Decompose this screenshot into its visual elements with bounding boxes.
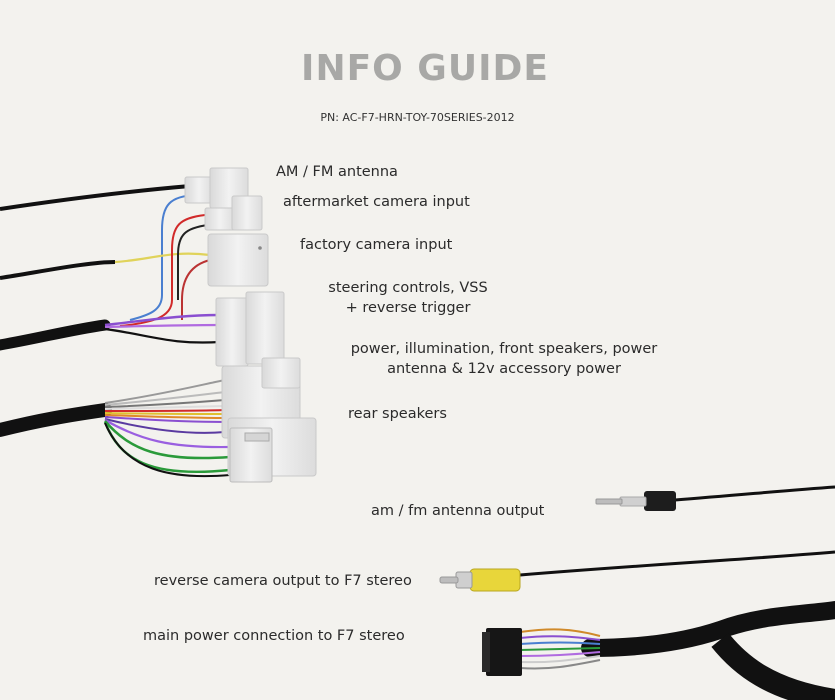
rear-speakers-connector bbox=[227, 417, 317, 483]
label-am-fm-antenna-output: am / fm antenna output bbox=[371, 503, 545, 519]
label-factory-camera-input: factory camera input bbox=[300, 237, 453, 253]
label-power-line2: antenna & 12v accessory power bbox=[387, 361, 621, 377]
page-title: INFO GUIDE bbox=[301, 48, 549, 89]
label-reverse-camera-output: reverse camera output to F7 stereo bbox=[154, 573, 412, 589]
power-cable bbox=[0, 379, 231, 478]
main-power-connection-plug bbox=[482, 601, 835, 700]
label-aftermarket-camera-input: aftermarket camera input bbox=[283, 194, 470, 210]
blue-wire bbox=[129, 194, 197, 321]
factory-camera-connector bbox=[207, 233, 269, 287]
am-fm-antenna-cable bbox=[0, 184, 191, 211]
label-rear-speakers: rear speakers bbox=[348, 406, 447, 422]
label-steering-controls: steering controls, VSS + reverse trigger bbox=[318, 278, 498, 318]
label-steering-controls-line2: + reverse trigger bbox=[345, 300, 471, 316]
label-main-power-connection: main power connection to F7 stereo bbox=[143, 628, 405, 644]
steering-cable bbox=[0, 313, 221, 351]
label-am-fm-antenna: AM / FM antenna bbox=[276, 164, 398, 180]
label-power: power, illumination, front speakers, pow… bbox=[344, 339, 664, 379]
antenna-output-plug bbox=[595, 485, 835, 511]
steering-connector bbox=[215, 291, 285, 367]
rca-camera-output-plug bbox=[439, 550, 835, 592]
aftermarket-camera-connector bbox=[204, 195, 263, 231]
part-number: PN: AC-F7-HRN-TOY-70SERIES-2012 bbox=[320, 111, 515, 124]
label-power-line1: power, illumination, front speakers, pow… bbox=[350, 341, 658, 357]
label-steering-controls-line1: steering controls, VSS bbox=[328, 280, 488, 296]
camera-wires bbox=[0, 214, 211, 327]
